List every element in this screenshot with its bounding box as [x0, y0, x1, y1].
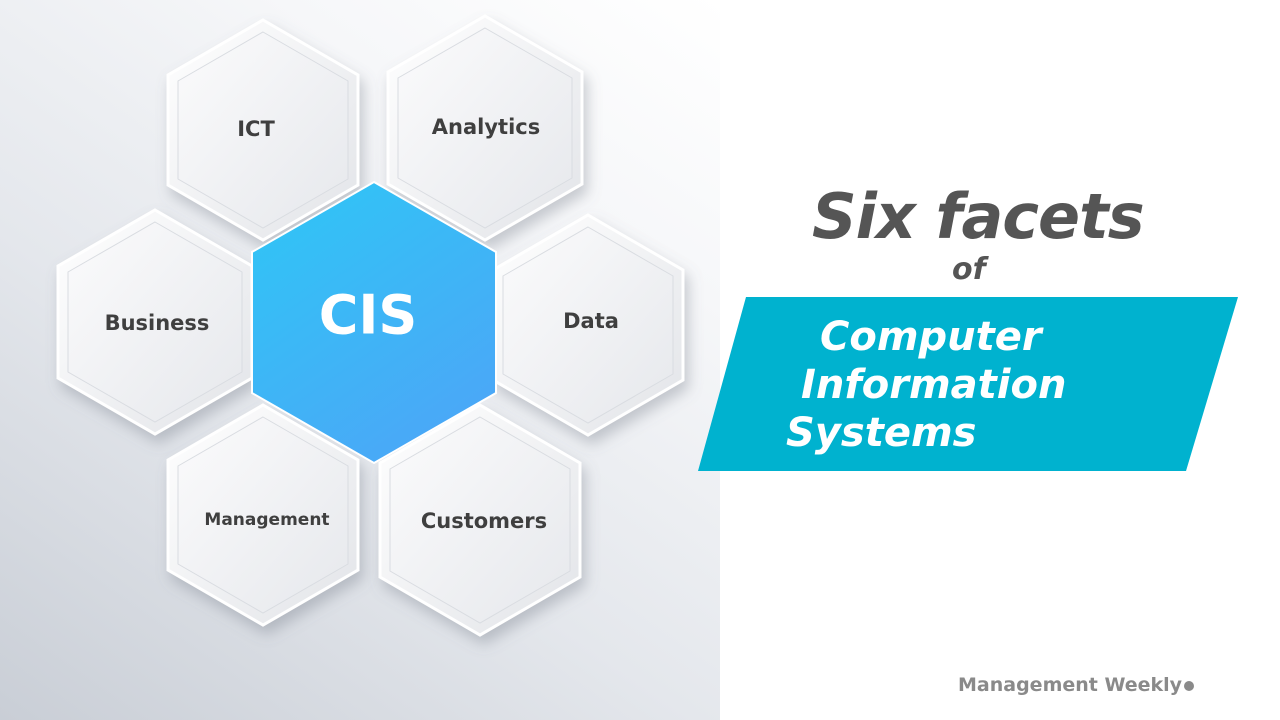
brand-dot-icon: [1184, 681, 1195, 691]
subject-line-systems: Systems: [786, 410, 977, 456]
subject-banner: Computer Information Systems: [698, 297, 1238, 473]
facet-hex-business: [56, 208, 254, 436]
facet-label-data: Data: [563, 309, 619, 333]
facet-label-ict: ICT: [237, 117, 275, 141]
brand-watermark: Management Weekly: [958, 674, 1195, 696]
headline-title: Six facets: [812, 180, 1145, 253]
facet-label-customers: Customers: [421, 509, 547, 533]
hexagon-diagram: ICT Analytics Business Data Management C…: [56, 14, 685, 637]
facet-label-analytics: Analytics: [432, 115, 540, 139]
facet-label-management: Management: [204, 510, 329, 530]
facet-hex-data: [491, 213, 685, 437]
subject-line-information: Information: [801, 362, 1067, 408]
center-hex-cis: [251, 180, 497, 465]
facet-hex-customers: [378, 403, 582, 637]
facet-label-business: Business: [105, 311, 210, 335]
headline-connector: of: [952, 252, 986, 287]
subject-line-computer: Computer: [820, 314, 1042, 360]
facet-hex-analytics: [386, 14, 584, 242]
facet-hex-management: [166, 403, 360, 627]
banner-parallelogram: [698, 297, 1238, 471]
center-label-cis: CIS: [319, 284, 418, 347]
facet-hex-ict: [166, 18, 360, 242]
brand-name: Management Weekly: [958, 674, 1183, 696]
